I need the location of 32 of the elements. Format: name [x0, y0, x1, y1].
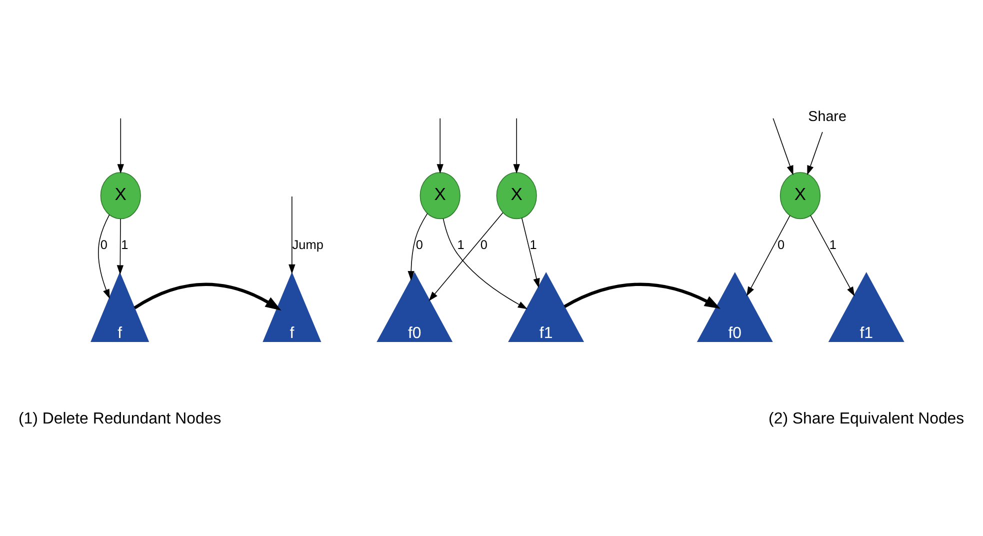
node-ellipse: X — [780, 172, 821, 219]
arrow — [134, 282, 282, 310]
label: (2) Share Equivalent Nodes — [768, 410, 964, 427]
edge-label: 1 — [457, 236, 464, 252]
arrow — [521, 217, 540, 288]
edge-label: 1 — [530, 236, 537, 252]
arrow — [436, 117, 444, 174]
edge-label: Jump — [292, 236, 324, 252]
node-ellipse: X — [100, 172, 141, 219]
arrow — [428, 212, 504, 301]
edge-label: 1 — [829, 236, 836, 252]
edge-label: 0 — [480, 236, 488, 252]
arrow — [116, 218, 124, 274]
arrow — [772, 117, 794, 175]
arrow — [810, 214, 855, 296]
edge-label: 0 — [100, 236, 108, 252]
arrow — [513, 117, 520, 174]
edge-label: 1 — [121, 236, 128, 252]
arrow — [117, 117, 124, 174]
edge-label: 0 — [416, 236, 423, 252]
arrow — [807, 131, 823, 175]
edge-label: 0 — [778, 236, 785, 252]
arrow — [408, 212, 428, 280]
node-text: Share — [808, 108, 846, 125]
arrow — [746, 214, 790, 296]
node-ellipse: X — [420, 172, 460, 219]
arrow — [564, 282, 720, 308]
arrow — [442, 218, 528, 309]
label: (1) Delete Redundant Nodes — [18, 410, 222, 427]
arrow — [98, 214, 110, 298]
node-ellipse: X — [496, 172, 537, 219]
arrow — [288, 196, 296, 274]
